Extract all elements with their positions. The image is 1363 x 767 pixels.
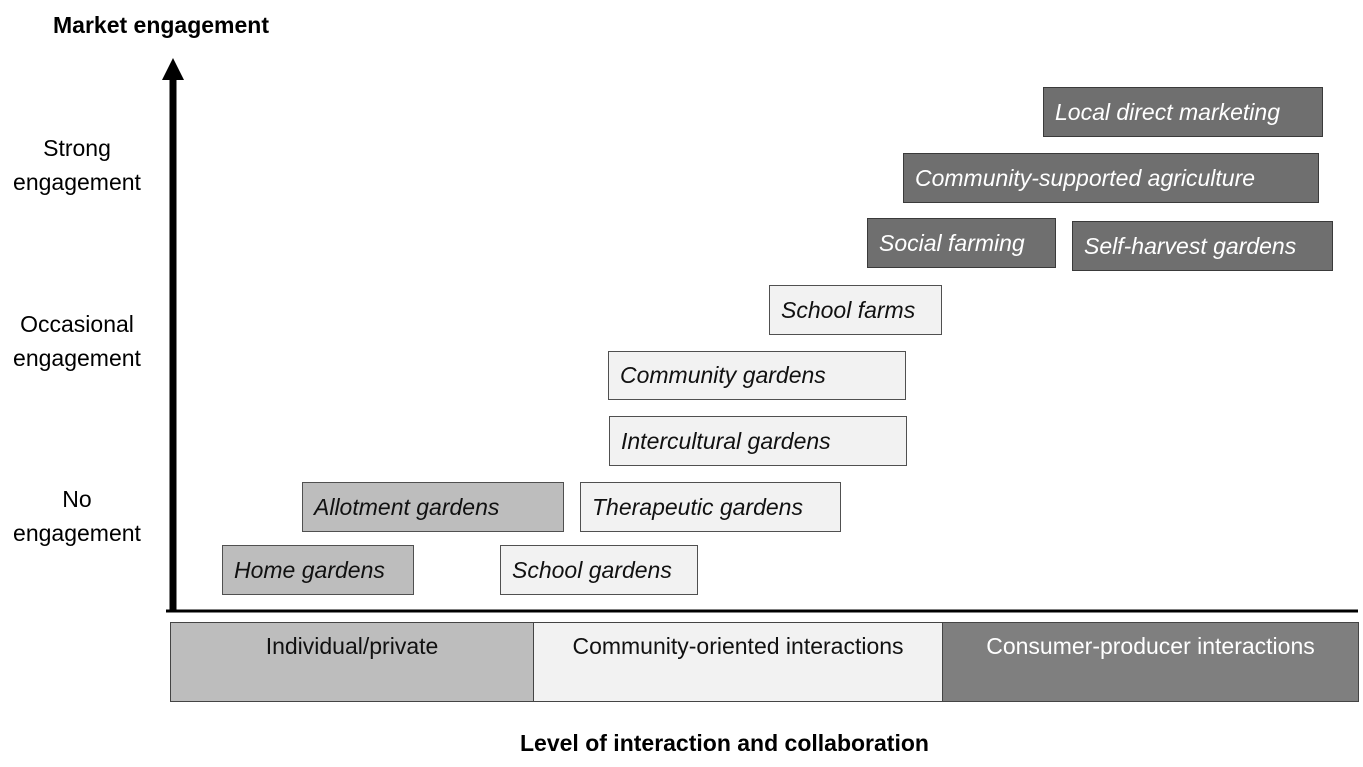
- y-level-occasional: Occasional engagement: [0, 307, 154, 375]
- y-level-strong-line1: Strong: [43, 135, 111, 161]
- box-school-gardens: School gardens: [500, 545, 698, 595]
- box-allotment-gardens: Allotment gardens: [302, 482, 564, 532]
- box-therapeutic-gardens: Therapeutic gardens: [580, 482, 841, 532]
- band-community-oriented: Community-oriented interactions: [533, 622, 943, 702]
- box-community-gardens: Community gardens: [608, 351, 906, 400]
- y-axis-title: Market engagement: [53, 12, 270, 38]
- y-level-occasional-line2: engagement: [13, 345, 141, 371]
- y-level-none-line2: engagement: [13, 520, 141, 546]
- box-school-farms: School farms: [769, 285, 942, 335]
- box-home-gardens: Home gardens: [222, 545, 414, 595]
- box-local-direct-marketing: Local direct marketing: [1043, 87, 1323, 137]
- box-social-farming: Social farming: [867, 218, 1056, 268]
- box-self-harvest-gardens: Self-harvest gardens: [1072, 221, 1333, 271]
- x-axis-title: Level of interaction and collaboration: [520, 730, 929, 756]
- band-individual-private: Individual/private: [170, 622, 534, 702]
- y-level-occasional-line1: Occasional: [20, 311, 134, 337]
- y-level-strong-line2: engagement: [13, 169, 141, 195]
- y-level-none: No engagement: [0, 482, 154, 550]
- y-level-none-line1: No: [62, 486, 92, 512]
- y-level-strong: Strong engagement: [0, 131, 154, 199]
- y-axis-arrowhead: [162, 58, 184, 80]
- box-intercultural-gardens: Intercultural gardens: [609, 416, 907, 466]
- band-consumer-producer: Consumer-producer interactions: [942, 622, 1359, 702]
- box-community-supported-agriculture: Community-supported agriculture: [903, 153, 1319, 203]
